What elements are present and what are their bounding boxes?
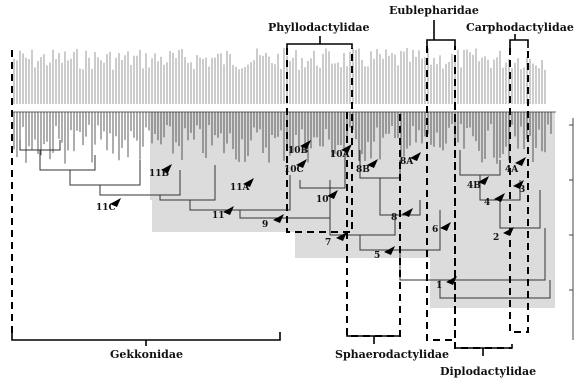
node-arrowhead — [223, 206, 234, 215]
diplodactylidae-bottom — [454, 344, 513, 349]
node-label-6: 6 — [432, 225, 438, 235]
solid-brackets — [11, 20, 529, 356]
internal-branch — [39, 150, 96, 171]
node-label-3: 3 — [519, 185, 525, 195]
node-arrowhead — [327, 190, 338, 199]
internal-branch — [69, 160, 141, 186]
diplodactylidae-label: Diplodactylidae — [440, 365, 536, 378]
internal-branches — [19, 140, 551, 299]
node-label-4A: 4A — [505, 165, 519, 175]
node-arrowhead — [243, 178, 254, 187]
node-arrowhead — [300, 140, 311, 149]
internal-branch — [439, 280, 551, 299]
node-arrowhead — [515, 157, 526, 166]
eublepharidae-top — [426, 39, 456, 46]
node-arrowhead — [402, 208, 413, 217]
node-label-4B: 4B — [467, 181, 481, 191]
node-arrowhead — [273, 214, 284, 223]
node-label-8A: 8A — [400, 157, 414, 167]
internal-branch — [239, 180, 331, 219]
internal-branch — [499, 190, 541, 229]
node-label-10A: 10A — [330, 150, 351, 160]
node-label-7: 7 — [325, 238, 331, 248]
node-label-10C: 10C — [284, 165, 304, 175]
phyllodactylidae-top — [286, 43, 353, 48]
gekkonidae-label: Gekkonidae — [110, 348, 183, 361]
node-arrowhead — [446, 276, 457, 285]
node-label-10: 10 — [316, 195, 329, 205]
carphodactylidae-label: Carphodactylidae — [466, 21, 574, 34]
node-label-2: 2 — [493, 233, 499, 243]
node-label-11: 11 — [212, 211, 225, 221]
eublepharidae-label: Eublepharidae — [389, 4, 479, 17]
sphaerodactylidae-label: Sphaerodactylidae — [335, 348, 449, 361]
node-arrowhead — [494, 193, 505, 202]
node-arrowhead — [410, 152, 421, 161]
time-scale — [569, 118, 574, 340]
sphaerodactylidae-box — [346, 112, 401, 337]
node-label-10B: 10B — [288, 146, 309, 156]
terminal-branches — [12, 111, 556, 164]
node-labels: 1 2 3 4 4A 4B 5 6 7 8 8A 8B 9 10 10A 10B… — [96, 146, 525, 291]
taxon-label-block — [13, 48, 546, 104]
node-arrowhead — [161, 164, 172, 173]
node-arrowhead — [296, 159, 307, 168]
phyllodactylidae-label: Phyllodactylidae — [268, 21, 370, 34]
node-arrowhead — [384, 246, 395, 255]
node-label-4: 4 — [484, 198, 490, 208]
node-arrowhead — [503, 227, 514, 236]
node-label-11C: 11C — [96, 203, 116, 213]
node-label-11A: 11A — [230, 183, 251, 193]
carphodactylidae-top — [509, 39, 529, 48]
internal-branch — [329, 215, 396, 236]
phyllodactylidae-box — [286, 48, 353, 233]
node-label-9: 9 — [262, 220, 268, 230]
node-label-5: 5 — [374, 251, 380, 261]
internal-branch — [299, 150, 346, 189]
node-arrowhead — [110, 198, 121, 207]
node-arrowhead — [478, 176, 489, 185]
internal-branch — [159, 165, 216, 201]
node-label-11B: 11B — [149, 169, 170, 179]
node-arrowhead — [336, 232, 347, 241]
node-arrowhead — [367, 159, 378, 168]
node-label-8B: 8B — [356, 165, 370, 175]
node-arrowhead — [440, 222, 451, 231]
internal-branch — [99, 170, 181, 196]
carphodactylidae-box — [509, 48, 529, 333]
gekkonidae-bottom-bracket — [11, 332, 281, 341]
node-arrowhead — [513, 180, 524, 189]
node-arrows — [110, 140, 526, 285]
node-label-1: 1 — [436, 281, 442, 291]
node-arrowhead — [341, 144, 352, 153]
node-label-8: 8 — [391, 213, 397, 223]
